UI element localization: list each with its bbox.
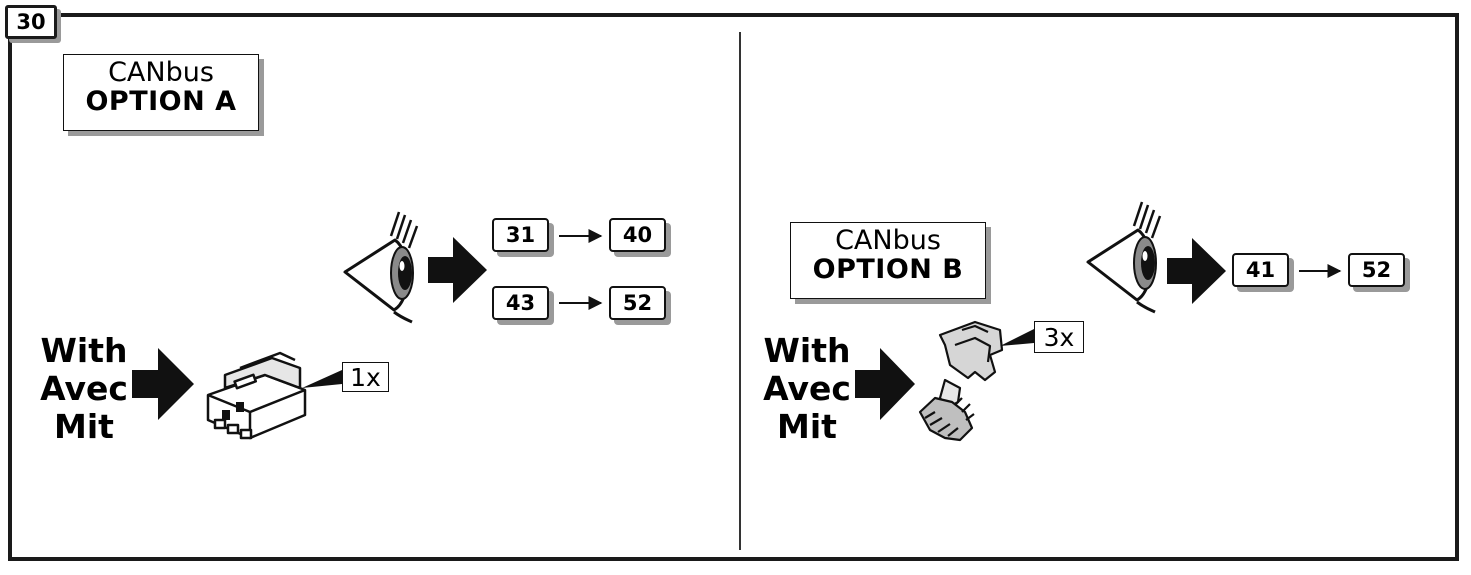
ref-step-43: 43 xyxy=(492,286,549,320)
right-arrow-icon xyxy=(1167,238,1226,304)
connector-icon xyxy=(206,351,307,440)
canbus-label: CANbus xyxy=(108,57,214,88)
step-frame xyxy=(8,13,1459,561)
canbus-option-b-box: CANbus OPTION B xyxy=(790,222,986,299)
ref-step-31: 31 xyxy=(492,218,549,252)
with-arrow-icon xyxy=(855,348,915,420)
canbus-option-a-box: CANbus OPTION A xyxy=(63,54,259,131)
lang-avec: Avec xyxy=(40,369,128,408)
eye-icon xyxy=(1086,201,1162,314)
ref-step-52: 52 xyxy=(609,286,666,320)
quantity-label-a: 1x xyxy=(342,362,389,392)
lang-with: With xyxy=(763,331,851,370)
ref-step-40: 40 xyxy=(609,218,666,252)
ref-step-41: 41 xyxy=(1232,253,1289,287)
eye-icon xyxy=(343,211,419,324)
right-arrow-icon xyxy=(428,237,487,303)
option-label: OPTION A xyxy=(85,86,237,118)
lang-with: With xyxy=(40,331,128,370)
lang-mit: Mit xyxy=(54,407,114,446)
lang-avec: Avec xyxy=(763,369,851,408)
quantity-pointer-a xyxy=(302,370,342,388)
with-arrow-icon xyxy=(132,348,194,420)
quantity-pointer-b xyxy=(1000,329,1034,346)
option-label: OPTION B xyxy=(812,254,964,286)
canbus-label: CANbus xyxy=(835,225,941,256)
language-labels-b: With Avec Mit xyxy=(757,332,857,446)
option-divider xyxy=(739,32,741,550)
language-labels-a: With Avec Mit xyxy=(34,332,134,446)
clip-icon xyxy=(918,320,1004,442)
lang-mit: Mit xyxy=(777,407,837,446)
step-number-badge: 30 xyxy=(5,5,57,39)
ref-step-52: 52 xyxy=(1348,253,1405,287)
quantity-label-b: 3x xyxy=(1034,321,1084,353)
